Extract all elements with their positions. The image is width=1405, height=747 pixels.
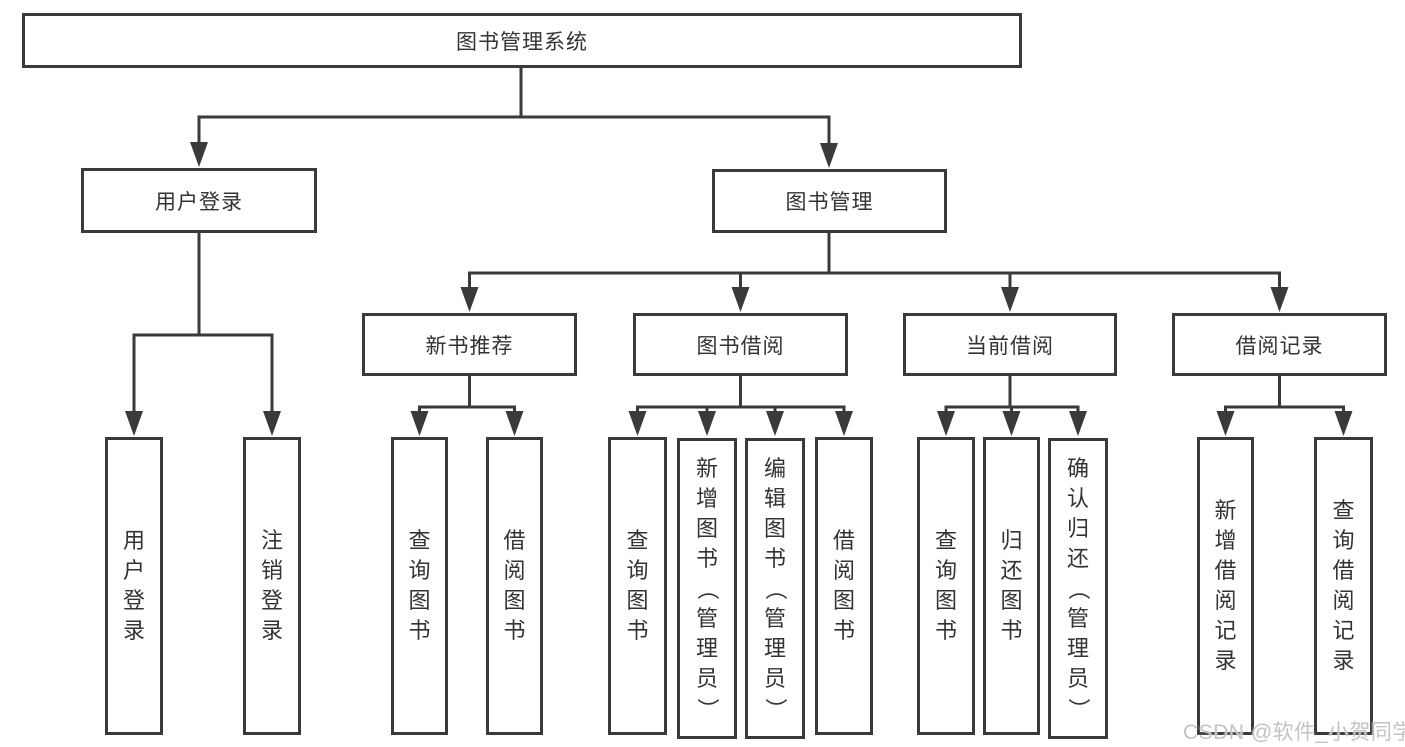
leaf-add-borrow-record: 新增借阅记录: [1197, 437, 1254, 735]
leaf-query-books-recommend: 查询图书: [391, 437, 448, 735]
leaf-user-login: 用户登录: [105, 437, 163, 735]
node-root-system: 图书管理系统: [22, 13, 1022, 68]
leaf-query-borrow-record: 查询借阅记录: [1314, 437, 1373, 735]
leaf-add-books-admin: 新增图书（管理员）: [677, 438, 737, 739]
node-borrow-records: 借阅记录: [1172, 313, 1387, 376]
leaf-query-books-borrow: 查询图书: [608, 437, 667, 735]
node-new-book-recommend: 新书推荐: [362, 313, 577, 376]
leaf-query-books-current: 查询图书: [917, 437, 975, 735]
leaf-confirm-return-admin: 确认归还（管理员）: [1048, 438, 1108, 739]
leaf-borrow-books: 借阅图书: [815, 437, 873, 735]
node-book-borrow: 图书借阅: [633, 313, 848, 376]
leaf-borrow-books-recommend: 借阅图书: [486, 437, 543, 735]
leaf-return-books: 归还图书: [983, 437, 1040, 735]
watermark: CSDN @软件_小贺同学: [1183, 721, 1405, 744]
node-user-login: 用户登录: [81, 168, 317, 233]
node-book-management: 图书管理: [712, 169, 947, 233]
leaf-edit-books-admin: 编辑图书（管理员）: [745, 438, 805, 739]
leaf-logout: 注销登录: [243, 437, 301, 735]
node-current-borrow: 当前借阅: [903, 313, 1117, 376]
